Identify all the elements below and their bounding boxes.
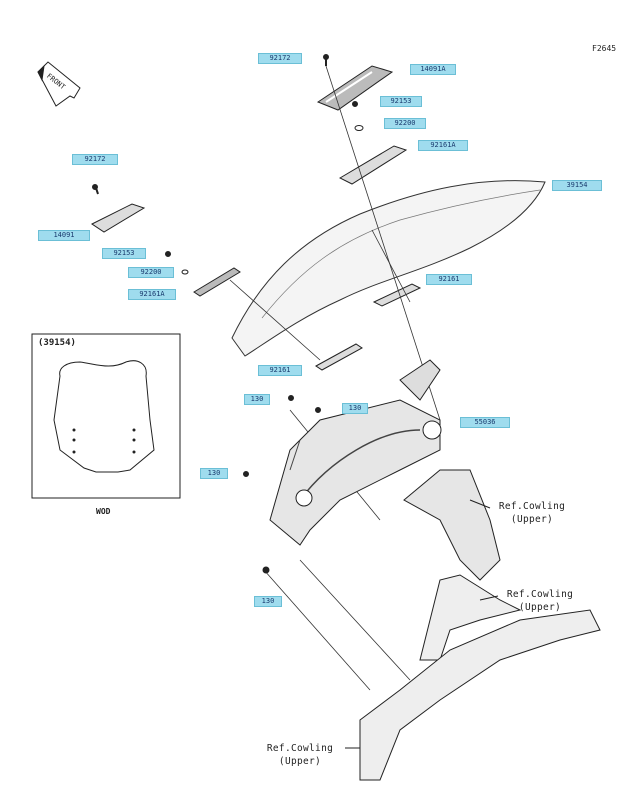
front-arrow-icon [37,61,81,107]
frame-lower [359,609,601,781]
cowling-bracket-upper [403,469,501,581]
ref-line: (Upper) [278,756,322,767]
part-label-92161-right[interactable]: 92161 [426,274,472,285]
part-label-130-b[interactable]: 130 [342,403,368,414]
ref-cowling-upper-2[interactable]: Ref.Cowling (Upper) [498,588,582,614]
ref-line: (Upper) [510,514,554,525]
part-label-14091[interactable]: 14091 [38,230,90,241]
stay-55036 [269,399,441,546]
part-label-92161a[interactable]: 92161A [418,140,468,151]
part-label-14091a[interactable]: 14091A [410,64,456,75]
part-label-92172-left[interactable]: 92172 [72,154,118,165]
ref-line: (Upper) [518,602,562,613]
part-label-130-c[interactable]: 130 [200,468,228,479]
plate-92161a-top [338,145,408,185]
plate-92161-right [372,283,422,307]
frame-bracket-mid [419,574,522,661]
bracket-14091 [91,203,146,233]
part-label-92153-left[interactable]: 92153 [102,248,146,259]
diagram-code: F2645 [592,44,617,53]
ref-line: Ref.Cowling [506,589,574,600]
plate-92161-lower [315,343,363,371]
part-label-55036[interactable]: 55036 [460,417,510,428]
part-label-92200[interactable]: 92200 [384,118,426,129]
part-label-92161-lower[interactable]: 92161 [258,365,302,376]
part-label-92200-left[interactable]: 92200 [128,267,174,278]
part-label-92153[interactable]: 92153 [380,96,422,107]
part-label-92161a-left[interactable]: 92161A [128,289,176,300]
part-label-39154[interactable]: 39154 [552,180,602,191]
part-label-130-a[interactable]: 130 [244,394,270,405]
part-label-92172[interactable]: 92172 [258,53,302,64]
inset-windshield [53,360,155,473]
ref-cowling-upper-1[interactable]: Ref.Cowling (Upper) [490,500,574,526]
windshield-panel [231,180,546,357]
ref-line: Ref.Cowling [266,743,334,754]
inset-box [31,333,181,499]
inset-title: (39154) [38,338,76,348]
ref-line: Ref.Cowling [498,501,566,512]
inset-caption: WOD [96,507,111,516]
part-label-130-d[interactable]: 130 [254,596,282,607]
ref-cowling-upper-3[interactable]: Ref.Cowling (Upper) [258,742,342,768]
